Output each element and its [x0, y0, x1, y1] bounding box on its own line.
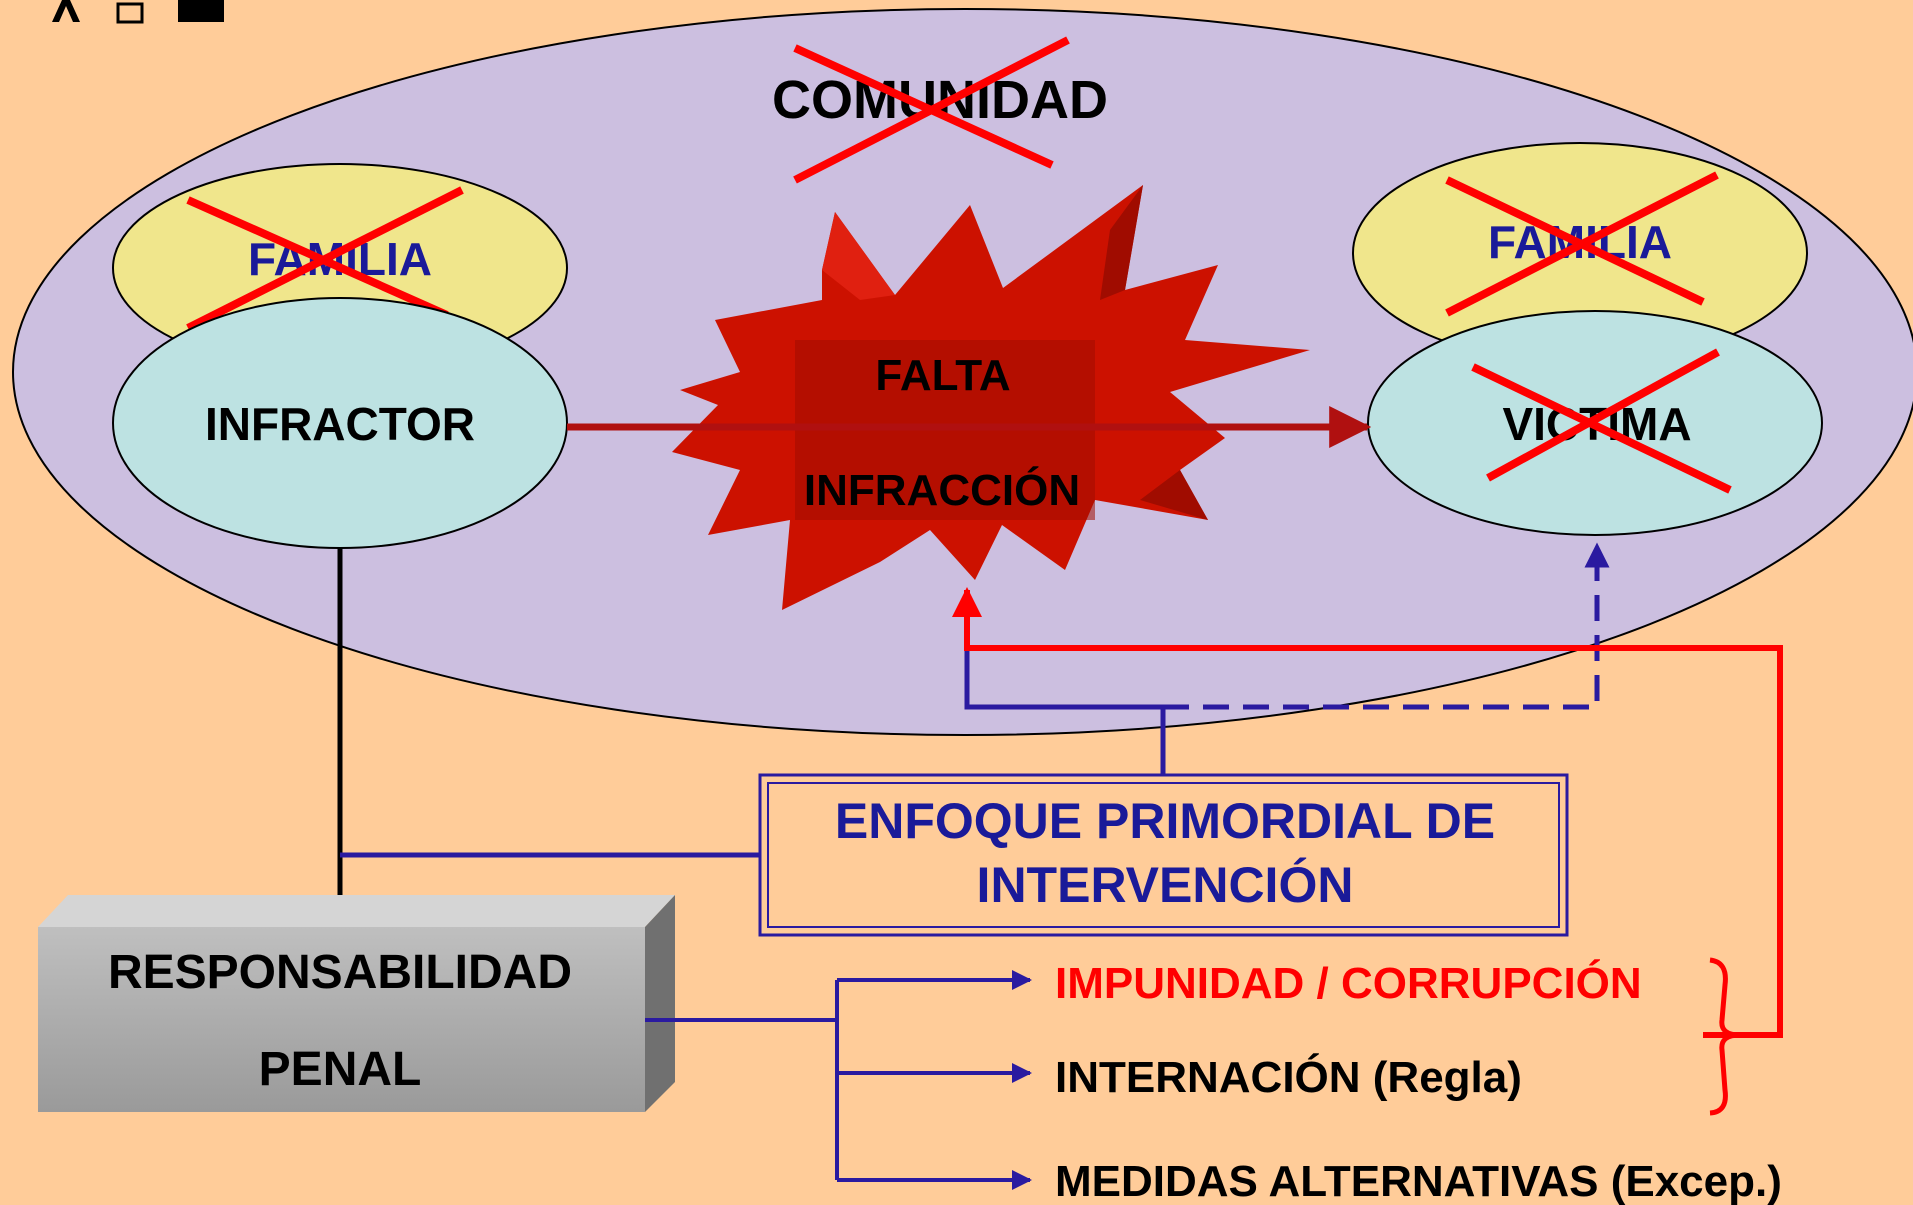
enfoque-box: [758, 773, 1569, 937]
responsabilidad-label-line1: RESPONSABILIDAD: [108, 946, 572, 999]
falta-label: FALTA: [875, 351, 1010, 400]
family-left-cross-icon: [186, 186, 464, 332]
internacion-label: INTERNACIÓN (Regla): [1055, 1052, 1522, 1102]
responsabilidad-box: [38, 895, 675, 1112]
enfoque-label-line2: INTERVENCIÓN: [977, 857, 1354, 913]
grouping-brace-icon: [1709, 957, 1741, 1116]
infraccion-label: INFRACCIÓN: [804, 465, 1080, 515]
infractor-label: INFRACTOR: [205, 398, 475, 450]
outcome-connectors: [645, 970, 1032, 1190]
comunidad-cross-icon: [793, 36, 1070, 184]
logo: [52, 0, 224, 24]
medidas-label: MEDIDAS ALTERNATIVAS (Excep.): [1055, 1157, 1782, 1205]
responsabilidad-label-line2: PENAL: [259, 1043, 422, 1096]
comunidad-label: COMUNIDAD: [772, 70, 1108, 130]
impunidad-feedback-arrow: [952, 587, 1783, 1038]
enfoque-label-line1: ENFOQUE PRIMORDIAL DE: [835, 793, 1495, 849]
family-right-cross-icon: [1445, 171, 1719, 317]
enfoque-connectors: [340, 542, 1610, 858]
impunidad-label: IMPUNIDAD / CORRUPCIÓN: [1055, 958, 1642, 1008]
victima-cross-icon: [1471, 348, 1732, 494]
